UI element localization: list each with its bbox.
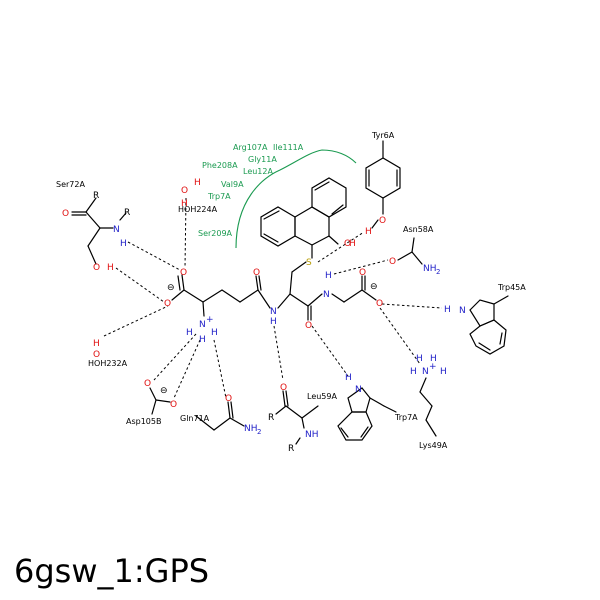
atom-h-lys-4: H (410, 367, 417, 377)
label-lys49a: Lys49A (419, 441, 448, 450)
label-tyr6a: Tyr6A (371, 131, 395, 140)
atom-o-ser-carbonyl: O (62, 209, 69, 219)
atom-o-amide-glu: O (253, 268, 260, 278)
asp105b-residue (149, 387, 171, 415)
label-hoh232a: HOH232A (88, 359, 128, 368)
minus-charge-asp: ⊖ (160, 386, 168, 396)
tyr6a-residue (365, 140, 401, 229)
label-trp45a: Trp45A (497, 283, 526, 292)
atom-n-gly: N (323, 290, 330, 300)
hydrogen-bonds (103, 197, 443, 399)
atom-o-hydroxyl: O (344, 239, 351, 249)
minus-charge-glu: ⊖ (167, 283, 175, 293)
atom-nh-leu: NH (305, 430, 319, 440)
hydrophobic-labels: Arg107A Ile111A Gly11A Phe208A Leu12A Va… (198, 143, 304, 238)
ligand-bonds (171, 177, 377, 321)
atom-o-gly-right: O (376, 299, 383, 309)
atom-nh2-asn-sub: 2 (436, 268, 440, 276)
atom-h-gly: H (325, 271, 332, 281)
label-trp7a-hydrophobic: Trp7A (207, 192, 231, 201)
atom-o-asp-1: O (144, 379, 151, 389)
atom-r-leu-2: R (288, 444, 294, 454)
atom-h-lys-3: H (440, 367, 447, 377)
atom-o-asp-2: O (170, 400, 177, 410)
atom-o-gly-top: O (359, 268, 366, 278)
atom-r-ser-1: R (93, 191, 99, 201)
label-ser72a: Ser72A (56, 180, 85, 189)
atom-o-hoh232a: O (93, 350, 100, 360)
trp45a-residue (469, 295, 509, 355)
label-gly11a: Gly11A (248, 155, 277, 164)
label-arg107a: Arg107A (233, 143, 268, 152)
label-leu59a: Leu59A (307, 392, 337, 401)
atom-nh2-asn: NH (423, 264, 437, 274)
label-leu12a: Leu12A (243, 167, 273, 176)
atom-o-carboxyl-left: O (164, 299, 171, 309)
atom-n-amide-cys: N (270, 307, 277, 317)
atom-n-lys: N (422, 367, 429, 377)
atom-h-amide-cys: H (270, 317, 277, 327)
atom-h-ser-hydroxyl: H (107, 263, 114, 273)
gln71a-residue (195, 401, 245, 431)
atom-o-carboxyl-top: O (180, 268, 187, 278)
atom-h-hoh224a-2: H (181, 199, 188, 209)
plus-charge-lys: + (429, 362, 437, 372)
label-gln71a: Gln71A (180, 414, 210, 423)
atom-h-hydroxyl: H (349, 239, 356, 249)
minus-charge-gly: ⊖ (370, 282, 378, 292)
atom-h-trp45: H (444, 305, 451, 315)
atom-n-trp45: N (459, 306, 466, 316)
atom-r-leu-1: R (268, 413, 274, 423)
label-phe208a: Phe208A (202, 161, 238, 170)
lys49a-residue (419, 377, 437, 437)
atom-h-amino-2: H (199, 335, 206, 345)
label-asp105b: Asp105B (126, 417, 161, 426)
atom-h-amino-3: H (211, 328, 218, 338)
atom-h-hoh232a-1: H (93, 339, 100, 349)
atom-n-amino: N (199, 320, 206, 330)
atom-o-gln: O (225, 394, 232, 404)
atom-h-hoh224a-1: H (194, 178, 201, 188)
leu59a-residue (275, 390, 319, 445)
atom-h-amino-1: H (186, 328, 193, 338)
atom-n-trp7: N (355, 385, 362, 395)
residue-labels: Ser72A HOH224A HOH232A Asp105B Gln71A Le… (56, 131, 526, 450)
atom-r-ser-2: R (124, 208, 130, 218)
atom-labels: O O ⊖ N + H H H O N H S O N H O ⊖ O O H … (62, 178, 466, 454)
atom-n-ser: N (113, 225, 120, 235)
label-ser209a: Ser209A (198, 229, 233, 238)
structure-caption: 6gsw_1:GPS (14, 552, 210, 590)
atom-h-lys-1: H (416, 354, 423, 364)
trp7a-residue (337, 387, 397, 441)
atom-o-hoh224a: O (181, 186, 188, 196)
asn58a-residue (397, 237, 423, 265)
label-asn58a: Asn58A (403, 225, 434, 234)
atom-o-asn: O (389, 257, 396, 267)
atom-o-leu: O (280, 383, 287, 393)
label-val9a: Val9A (221, 180, 244, 189)
plus-charge-amino: + (206, 315, 214, 325)
atom-h-ser-n: H (120, 239, 127, 249)
atom-h-lys-2: H (430, 354, 437, 364)
atom-nh2-gln-sub: 2 (257, 428, 261, 436)
label-ile111a: Ile111A (273, 143, 304, 152)
label-hoh224a: HOH224A (178, 205, 218, 214)
atom-h-trp7: H (345, 373, 352, 383)
atom-s: S (306, 258, 312, 268)
ser72a-residue (71, 197, 127, 265)
atom-o-ser-hydroxyl: O (93, 263, 100, 273)
atom-h-tyr: H (365, 227, 372, 237)
atom-o-tyr: O (379, 216, 386, 226)
hydrophobic-arc (235, 149, 357, 249)
atom-o-amide-cys: O (305, 321, 312, 331)
label-trp7a: Trp7A (394, 413, 418, 422)
atom-nh2-gln: NH (244, 424, 258, 434)
